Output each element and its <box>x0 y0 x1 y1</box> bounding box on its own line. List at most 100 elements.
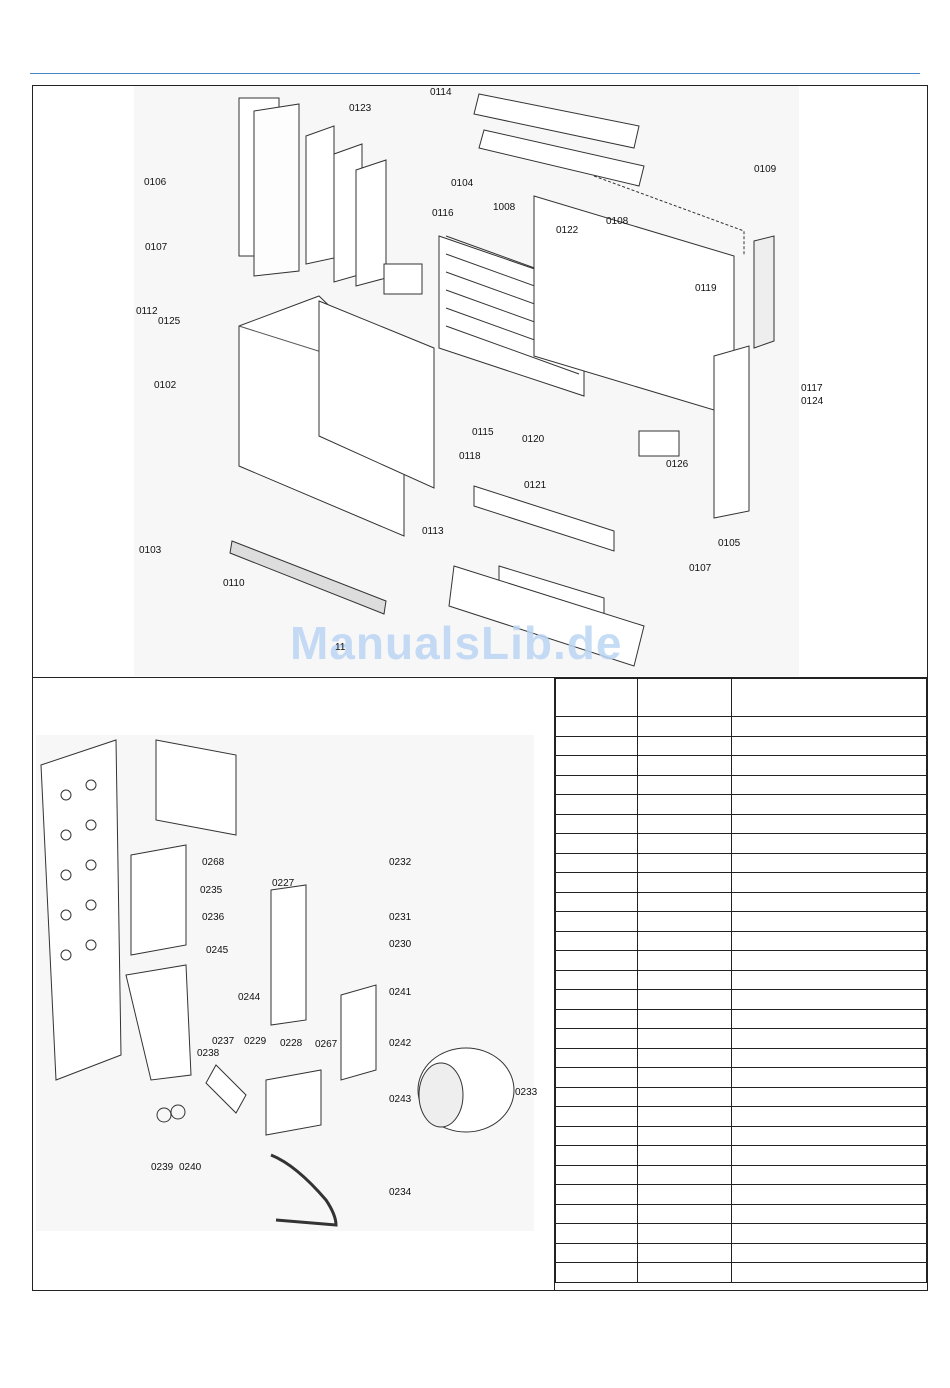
table-cell <box>555 833 638 854</box>
table-cell <box>731 1145 927 1166</box>
table-cell <box>637 1242 732 1263</box>
callout-label: 0230 <box>389 939 412 950</box>
table-row <box>555 1028 927 1049</box>
table-cell <box>637 716 732 737</box>
table-row <box>555 891 927 912</box>
table-row <box>555 1184 927 1205</box>
table-cell <box>731 1164 927 1185</box>
callout-label: 0239 <box>151 1162 174 1173</box>
table-row <box>555 1223 927 1244</box>
table-cell <box>637 1086 732 1107</box>
table-row <box>555 872 927 893</box>
table-cell <box>637 813 732 834</box>
table-cell <box>555 1184 638 1205</box>
callout-label: 0240 <box>179 1162 202 1173</box>
table-cell <box>637 852 732 873</box>
table-cell <box>555 1242 638 1263</box>
table-row <box>555 1203 927 1224</box>
callout-label: 0234 <box>389 1187 412 1198</box>
table-cell <box>555 794 638 815</box>
table-cell <box>731 833 927 854</box>
table-cell <box>555 1028 638 1049</box>
callout-label: 0227 <box>272 878 295 889</box>
panel-divider <box>554 677 555 1291</box>
callout-label: 0123 <box>349 103 372 114</box>
table-row <box>555 1125 927 1146</box>
table-cell <box>555 678 638 717</box>
table-cell <box>555 1164 638 1185</box>
table-cell <box>731 1223 927 1244</box>
table-row <box>555 1262 927 1283</box>
callout-label: 0124 <box>801 396 824 407</box>
table-cell <box>555 1145 638 1166</box>
table-cell <box>637 950 732 971</box>
table-cell <box>637 755 732 776</box>
table-cell <box>555 930 638 951</box>
table-cell <box>731 1047 927 1068</box>
table-cell <box>731 1262 927 1283</box>
table-cell <box>637 911 732 932</box>
header-rule <box>30 73 920 74</box>
table-cell <box>637 1262 732 1283</box>
main-unit-exploded-diagram <box>134 86 799 676</box>
table-cell <box>637 833 732 854</box>
callout-label: 0242 <box>389 1038 412 1049</box>
table-row <box>555 969 927 990</box>
callout-label: 0229 <box>244 1036 267 1047</box>
control-box-frame <box>32 677 928 1291</box>
table-cell <box>731 930 927 951</box>
table-cell <box>637 1047 732 1068</box>
table-cell <box>731 911 927 932</box>
table-row <box>555 774 927 795</box>
table-cell <box>555 852 638 873</box>
table-cell <box>637 1145 732 1166</box>
table-row <box>555 1008 927 1029</box>
table-cell <box>637 1203 732 1224</box>
table-row <box>555 794 927 815</box>
table-cell <box>731 950 927 971</box>
callout-label: 0232 <box>389 857 412 868</box>
callout-label: 0243 <box>389 1094 412 1105</box>
table-cell <box>555 950 638 971</box>
callout-label: 0126 <box>666 459 689 470</box>
table-cell <box>637 989 732 1010</box>
table-cell <box>731 1008 927 1029</box>
table-cell <box>731 1067 927 1088</box>
table-cell <box>555 989 638 1010</box>
callout-label: 0106 <box>144 177 167 188</box>
table-row <box>555 833 927 854</box>
table-cell <box>731 1106 927 1127</box>
table-cell <box>637 1184 732 1205</box>
table-cell <box>637 678 732 717</box>
table-cell <box>637 774 732 795</box>
table-cell <box>637 891 732 912</box>
callout-label: 0228 <box>280 1038 303 1049</box>
table-header-row <box>555 678 927 717</box>
callout-label: 0120 <box>522 434 545 445</box>
table-cell <box>731 1203 927 1224</box>
callout-label: 0122 <box>556 225 579 236</box>
table-cell <box>555 774 638 795</box>
table-cell <box>731 1242 927 1263</box>
callout-label: 0236 <box>202 912 225 923</box>
callout-label: 0113 <box>422 526 444 537</box>
table-cell <box>731 989 927 1010</box>
table-row <box>555 930 927 951</box>
table-cell <box>555 1203 638 1224</box>
table-cell <box>731 678 927 717</box>
table-cell <box>555 1262 638 1283</box>
table-row <box>555 1086 927 1107</box>
table-cell <box>555 911 638 932</box>
callout-label: 0116 <box>432 208 454 219</box>
table-row <box>555 716 927 737</box>
callout-label: 0231 <box>389 912 412 923</box>
table-row <box>555 735 927 756</box>
table-cell <box>637 1164 732 1185</box>
table-cell <box>637 1067 732 1088</box>
table-cell <box>555 1125 638 1146</box>
table-cell <box>731 1086 927 1107</box>
table-cell <box>637 735 732 756</box>
callout-label: 0237 <box>212 1036 235 1047</box>
table-cell <box>555 813 638 834</box>
table-cell <box>637 1106 732 1127</box>
